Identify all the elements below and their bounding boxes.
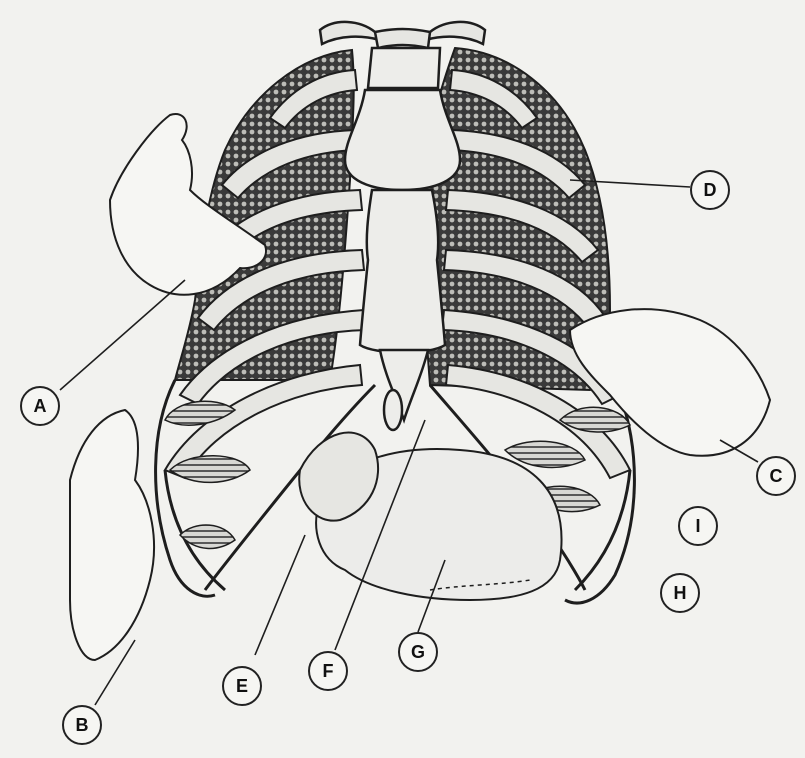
label-b: B (62, 705, 102, 745)
clavicles (320, 22, 485, 48)
label-g: G (398, 632, 438, 672)
label-a: A (20, 386, 60, 426)
leader-line-a (60, 280, 185, 390)
label-f: F (308, 651, 348, 691)
xiphoid-opening (384, 390, 402, 430)
lower-left-hand (70, 410, 154, 660)
sternal-body (360, 190, 445, 353)
manubrium (345, 90, 460, 190)
label-i: I (678, 506, 718, 546)
label-d: D (690, 170, 730, 210)
label-e: E (222, 666, 262, 706)
leader-line-e (255, 535, 305, 655)
label-c: C (756, 456, 796, 496)
label-h: H (660, 573, 700, 613)
